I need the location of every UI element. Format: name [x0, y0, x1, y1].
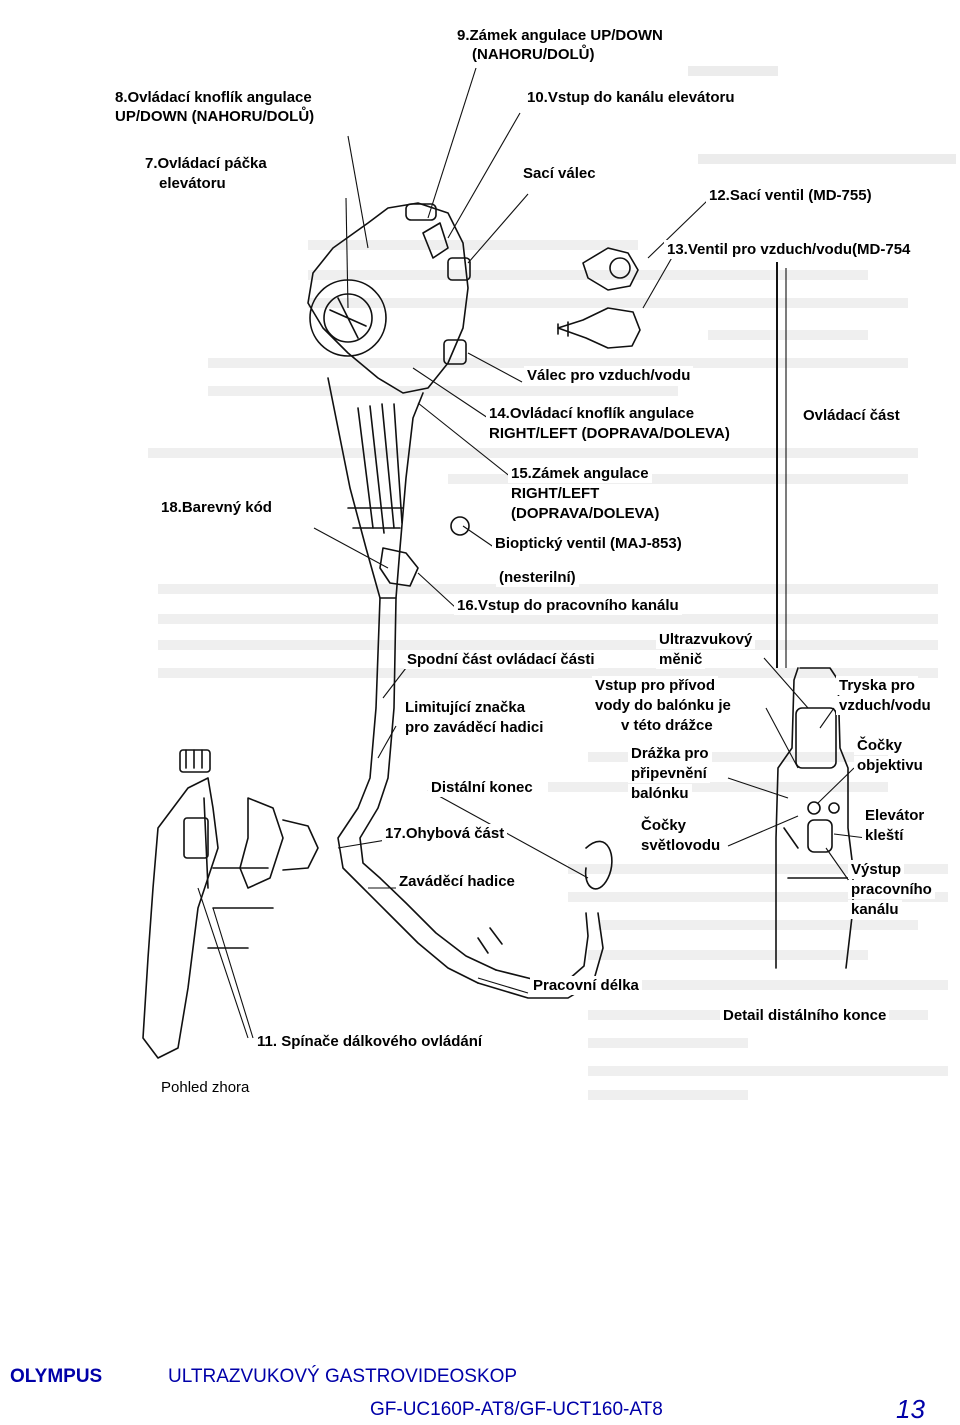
objective-lens	[807, 801, 821, 815]
label-7: 7.Ovládací páčka	[142, 154, 270, 173]
top-view-body	[142, 777, 219, 1059]
remote-switches	[183, 817, 209, 859]
air-water-valve-part	[557, 307, 641, 349]
label-vystup-1: Výstup	[848, 860, 905, 879]
background-text-block	[8, 8, 956, 1116]
forceps-elevator	[807, 819, 833, 853]
label-detail: Detail distálního konce	[720, 1006, 890, 1025]
leader-18	[313, 527, 389, 569]
label-cocky-svetlovodu-2: světlovodu	[638, 836, 724, 855]
grip-body	[327, 377, 424, 599]
label-13: 13.Ventil pro vzduch/vodu(MD-754	[664, 240, 914, 259]
endoscope-line-drawing	[142, 67, 867, 1059]
endoscope-diagram: 9.Zámek angulace UP/DOWN (NAHORU/DOLŮ) 8…	[8, 8, 956, 1116]
leader-13	[642, 253, 675, 309]
label-cocky-objektivu-2: objektivu	[854, 756, 926, 775]
leader-8	[347, 135, 369, 249]
control-part-bracket	[776, 262, 788, 668]
label-distalni-konec: Distální konec	[428, 778, 536, 797]
label-drazka-2: připevnění	[628, 764, 710, 783]
label-17: 17.Ohybová část	[382, 824, 508, 843]
label-11: 11. Spínače dálkového ovládání	[254, 1032, 486, 1051]
leader-15	[417, 402, 513, 479]
label-ovladaci-cast: Ovládací část	[800, 406, 903, 425]
label-drazka-1: Drážka pro	[628, 744, 712, 763]
label-pohled-zhora: Pohled zhora	[158, 1078, 253, 1097]
suction-valve-part	[582, 247, 639, 291]
leader-12	[647, 199, 709, 259]
label-15-sub2: (DOPRAVA/DOLEVA)	[508, 504, 663, 523]
label-7-sub: elevátoru	[156, 174, 229, 193]
air-water-cylinder	[443, 339, 467, 365]
label-elevator-2: kleští	[862, 826, 907, 845]
label-15: 15.Zámek angulace	[508, 464, 652, 483]
label-vstup-privod-1: Vstup pro přívod	[592, 676, 718, 695]
label-cocky-svetlovodu-1: Čočky	[638, 816, 690, 835]
label-bioptic: Bioptický ventil (MAJ-853)	[492, 534, 685, 553]
leader-elevator	[833, 833, 867, 839]
leader-drazka	[727, 777, 789, 799]
insertion-tube-left	[337, 597, 479, 984]
leader-9	[427, 67, 477, 219]
leader-vstup-privod	[765, 707, 799, 769]
label-limit-2: pro zaváděcí hadici	[402, 718, 547, 737]
label-vystup-2: pracovního	[848, 880, 935, 899]
leader-tryska	[819, 707, 835, 729]
label-saci-valec: Sací válec	[520, 164, 599, 183]
label-9-sub: (NAHORU/DOLŮ)	[469, 45, 598, 64]
leader-7	[345, 197, 349, 309]
label-vstup-privod-3: v této drážce	[618, 716, 716, 735]
label-ultrazvukovy: Ultrazvukový	[656, 630, 756, 649]
footer-title: ULTRAZVUKOVÝ GASTROVIDEOSKOP	[168, 1366, 518, 1387]
leader-limit	[377, 725, 397, 759]
footer-brand: OLYMPUS	[10, 1366, 103, 1387]
label-9: 9.Zámek angulace UP/DOWN	[454, 26, 666, 45]
leader-ultrazvuk	[763, 657, 809, 709]
biopsy-port	[379, 547, 419, 587]
label-14-sub: RIGHT/LEFT (DOPRAVA/DOLEVA)	[486, 424, 733, 443]
leader-valec	[467, 352, 523, 383]
label-tryska-1: Tryska pro	[836, 676, 918, 695]
label-menic: měnič	[656, 650, 706, 669]
leader-14	[412, 367, 489, 419]
label-18: 18.Barevný kód	[158, 498, 275, 517]
control-head-outline	[307, 202, 469, 394]
label-vystup-3: kanálu	[848, 900, 902, 919]
insertion-tube-right	[359, 597, 497, 971]
label-15-sub: RIGHT/LEFT	[508, 484, 603, 503]
footer-model: GF-UC160P-AT8/GF-UCT160-AT8	[370, 1399, 663, 1420]
top-view-port	[239, 797, 284, 889]
label-tryska-2: vzduch/vodu	[836, 696, 934, 715]
label-spodni: Spodní část ovládací části	[404, 650, 598, 669]
leader-spodni	[382, 667, 407, 699]
label-vstup-privod-2: vody do balónku je	[592, 696, 734, 715]
label-drazka-3: balónku	[628, 784, 692, 803]
leader-cocky-svetlo	[727, 815, 799, 847]
leader-11	[197, 887, 254, 1039]
label-10: 10.Vstup do kanálu elevátoru	[524, 88, 738, 107]
leader-16	[417, 572, 457, 609]
leader-pracovni	[477, 977, 529, 994]
label-cocky-objektivu-1: Čočky	[854, 736, 906, 755]
label-limit-1: Limitující značka	[402, 698, 529, 717]
label-nesterilni: (nesterilní)	[496, 568, 579, 587]
label-14: 14.Ovládací knoflík angulace	[486, 404, 698, 423]
suction-cylinder	[447, 257, 471, 281]
label-valec-vzduch: Válec pro vzduch/vodu	[524, 366, 694, 385]
leader-saci	[467, 193, 529, 264]
label-pracovni-delka: Pracovní délka	[530, 976, 642, 995]
leader-cocky-obj	[817, 767, 855, 804]
label-elevator-1: Elevátor	[862, 806, 928, 825]
page-number: 13	[896, 1394, 925, 1424]
label-zavadeci-hadice: Zaváděcí hadice	[396, 872, 518, 891]
label-8: 8.Ovládací knoflík angulace	[112, 88, 315, 107]
leader-distal	[427, 789, 589, 879]
label-16: 16.Vstup do pracovního kanálu	[454, 596, 682, 615]
leader-17	[337, 839, 387, 849]
leader-10	[447, 112, 521, 239]
label-8-sub: UP/DOWN (NAHORU/DOLŮ)	[112, 107, 318, 126]
label-12: 12.Sací ventil (MD-755)	[706, 186, 875, 205]
